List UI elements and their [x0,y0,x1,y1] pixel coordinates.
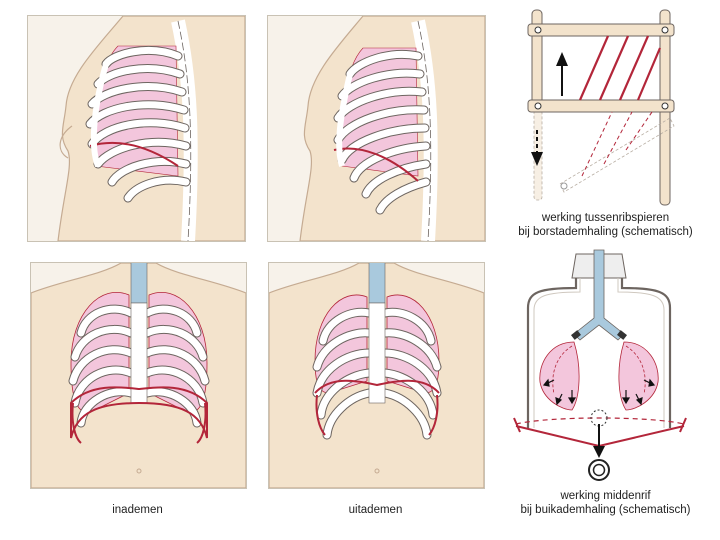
bell-jar [526,278,672,428]
diaphragm-muscle [89,142,179,167]
side-view-exhale-illustration [299,16,485,241]
rib-cage-left [312,307,374,440]
exhale-caption: uitademen [348,504,403,516]
lower-rib-bar-moved [559,117,675,193]
intercostal-muscles [578,35,662,101]
lower-rib-bar [527,99,675,113]
intercostal-caption: werking tussenribspieren bij borstademha… [498,211,713,239]
arrow-down-icon [531,130,543,166]
diaphragm-caption-line1: werking middenrif [560,490,651,502]
intercostal-muscles-stretched [581,111,653,177]
upper-rib-bar [527,23,675,37]
front-view-inhale-panel [30,262,247,489]
diaphragm-scheme-drawing [513,249,687,481]
pull-arrow-icon [593,424,605,458]
side-view-inhale-panel [27,15,246,242]
intercostal-caption-line1: werking tussenribspieren [541,212,670,224]
diaphragm-caption-line2: bij buikademhaling (schematisch) [520,504,691,516]
navel [136,468,142,474]
side-view-exhale-panel [267,15,486,242]
rib-cage-left [68,304,136,428]
diaphragm-scheme [510,248,690,486]
right-balloon [618,341,659,411]
diaphragm [314,379,440,394]
expansion-arrows-icon [542,378,656,406]
side-view-inhale-illustration [57,16,245,241]
diaphragm-caption: werking middenrif bij buikademhaling (sc… [498,489,713,517]
intercostal-scheme [520,8,685,208]
left-balloon [539,341,580,411]
sternum [90,63,109,168]
breast-outline [59,125,73,159]
trachea [368,263,386,304]
front-view-exhale-illustration [269,263,484,488]
diaphragm-edge [315,394,439,436]
arrow-up-icon [556,52,568,96]
diaphragm [70,386,208,439]
front-view-exhale-panel [268,262,485,489]
front-view-inhale-illustration [31,263,246,488]
rib-cage-right [142,304,210,428]
trachea [130,263,148,304]
sternum [368,302,386,404]
rib-cage-right [380,307,442,440]
membrane-relaxed [515,417,685,425]
inhale-caption: inademen [112,504,163,516]
navel [374,468,380,474]
sternum [336,73,353,167]
intercostal-caption-line2: bij borstademhaling (schematisch) [518,226,693,238]
diaphragm-edge [71,402,207,444]
intercostal-scheme-drawing [527,9,675,206]
trachea-tube [573,249,625,341]
